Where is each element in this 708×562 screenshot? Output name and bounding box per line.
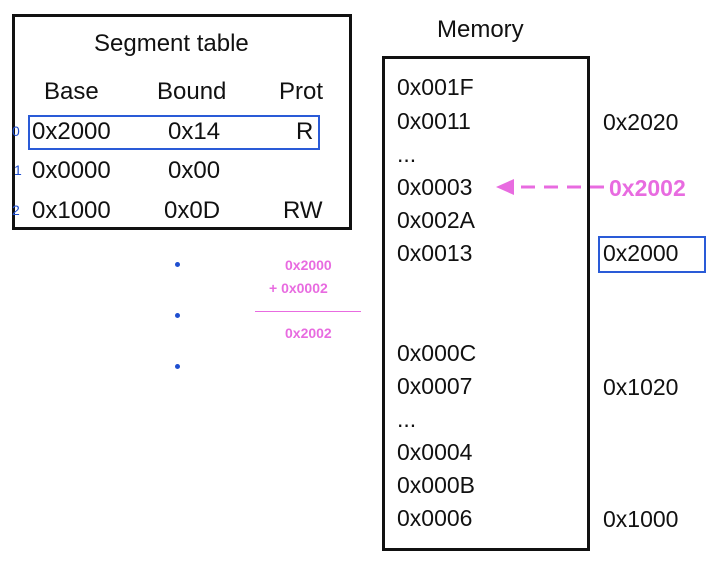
- row-0-highlight-box: [28, 115, 320, 150]
- row-index-2: 2: [12, 202, 20, 218]
- ellipsis-dot: [175, 262, 180, 267]
- memory-cell: 0x0007: [397, 373, 473, 399]
- row-1-bound: 0x00: [168, 157, 221, 184]
- header-prot: Prot: [279, 78, 324, 105]
- memory-cell: 0x0006: [397, 505, 473, 531]
- row-index-0: 0: [12, 123, 20, 139]
- memory-title: Memory: [437, 16, 524, 43]
- address-label: 0x2000: [603, 240, 679, 266]
- memory-cell: 0x000B: [397, 472, 476, 498]
- ellipsis-dot: [175, 313, 180, 318]
- memory-ellipsis: ...: [397, 406, 417, 432]
- memory-cell: 0x0013: [397, 240, 473, 266]
- ellipsis-dot: [175, 364, 180, 369]
- row-2-base: 0x1000: [32, 197, 111, 224]
- target-address-label: 0x2002: [609, 175, 686, 201]
- address-highlight-box: [598, 236, 706, 273]
- segment-table: [12, 14, 352, 230]
- memory-ellipsis: ...: [397, 141, 417, 167]
- memory-cell: 0x0011: [397, 108, 471, 134]
- calc-result: 0x2002: [285, 325, 332, 341]
- header-base: Base: [44, 78, 99, 105]
- address-label: 0x1000: [603, 506, 679, 532]
- segment-table-title: Segment table: [94, 30, 249, 57]
- row-2-prot: RW: [283, 197, 323, 224]
- calc-operand-2: + 0x0002: [269, 280, 328, 296]
- address-label: 0x1020: [603, 374, 679, 400]
- memory-cell: 0x002A: [397, 207, 476, 233]
- row-0-bound: 0x14: [168, 118, 221, 145]
- memory-cell: 0x0003: [397, 174, 473, 200]
- calc-operand-1: 0x2000: [285, 257, 332, 273]
- row-0-base: 0x2000: [32, 118, 111, 145]
- memory-cell: 0x0004: [397, 439, 473, 465]
- header-bound: Bound: [157, 78, 227, 105]
- memory-box: [382, 56, 590, 551]
- calc-sum-line: [255, 311, 361, 312]
- row-index-1: 1: [14, 162, 22, 178]
- memory-cell: 0x000C: [397, 340, 477, 366]
- row-0-prot: R: [296, 118, 314, 145]
- row-1-base: 0x0000: [32, 157, 111, 184]
- memory-cell: 0x001F: [397, 74, 474, 100]
- address-label: 0x2020: [603, 109, 679, 135]
- row-2-bound: 0x0D: [164, 197, 221, 224]
